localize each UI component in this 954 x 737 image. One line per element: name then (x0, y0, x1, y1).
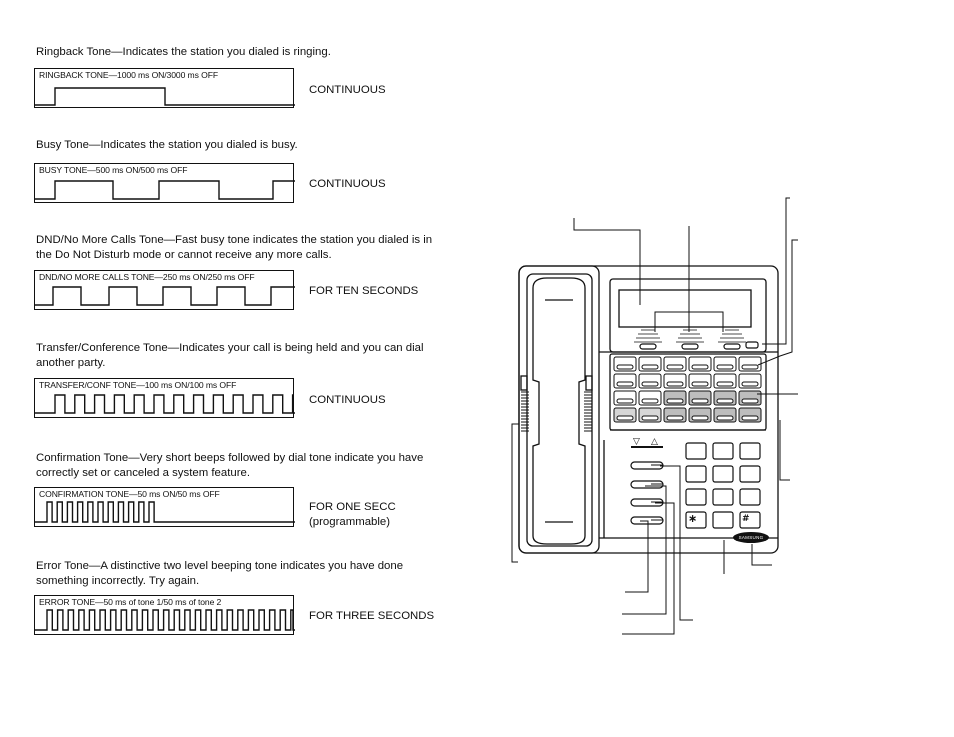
soft-key-3[interactable] (723, 343, 741, 350)
tone-box-label: RINGBACK TONE—1000 ms ON/3000 ms OFF (39, 70, 218, 80)
programmable-key[interactable] (713, 407, 737, 423)
volume-down-icon[interactable]: ▽ (633, 437, 640, 447)
tone-duration: CONTINUOUS (309, 394, 386, 406)
programmable-key[interactable] (663, 356, 687, 372)
volume-up-icon[interactable]: △ (651, 437, 658, 447)
programmable-key[interactable] (688, 390, 712, 406)
tone-duration: FOR TEN SECONDS (309, 285, 419, 297)
dial-key[interactable] (712, 465, 734, 483)
programmable-key[interactable] (738, 407, 762, 423)
dial-key[interactable] (739, 488, 761, 506)
dial-key[interactable] (685, 488, 707, 506)
tone-box-label: BUSY TONE—500 ms ON/500 ms OFF (39, 165, 188, 175)
dial-key[interactable] (685, 511, 707, 529)
tone-duration-note: (programmable) (309, 516, 391, 528)
tone-waveform-box: BUSY TONE—500 ms ON/500 ms OFF (34, 163, 295, 203)
programmable-key[interactable] (663, 373, 687, 389)
dial-key[interactable] (739, 442, 761, 460)
tone-box-label: ERROR TONE—50 ms of tone 1/50 ms of tone… (39, 597, 222, 607)
soft-key-1[interactable] (639, 343, 657, 350)
programmable-key[interactable] (713, 356, 737, 372)
programmable-key[interactable] (688, 373, 712, 389)
programmable-key[interactable] (688, 356, 712, 372)
programmable-keys-panel (609, 353, 767, 431)
dial-key[interactable] (739, 465, 761, 483)
tone-waveform-box: CONFIRMATION TONE—50 ms ON/50 ms OFF (34, 487, 295, 527)
samsung-logo: SAMSUNG (733, 532, 769, 543)
tone-waveform-box: ERROR TONE—50 ms of tone 1/50 ms of tone… (34, 595, 295, 635)
programmable-key[interactable] (663, 390, 687, 406)
tone-description: Ringback Tone—Indicates the station you … (36, 46, 331, 58)
tone-description: Busy Tone—Indicates the station you dial… (36, 139, 298, 151)
scroll-key[interactable] (745, 341, 759, 349)
tone-waveform-box: DND/NO MORE CALLS TONE—250 ms ON/250 ms … (34, 270, 295, 310)
programmable-key[interactable] (613, 356, 637, 372)
confirmation-waveform (35, 501, 295, 523)
programmable-key[interactable] (738, 356, 762, 372)
dial-key[interactable] (712, 511, 734, 529)
programmable-key[interactable] (688, 407, 712, 423)
dnd-waveform (35, 286, 295, 306)
tone-description: Transfer/Conference Tone—Indicates your … (36, 342, 424, 369)
tone-box-label: CONFIRMATION TONE—50 ms ON/50 ms OFF (39, 489, 220, 499)
callout-lines (511, 197, 798, 635)
programmable-key[interactable] (713, 373, 737, 389)
dial-key[interactable] (685, 465, 707, 483)
lcd-display (618, 289, 752, 328)
transfer-waveform (35, 394, 295, 414)
tone-description: Confirmation Tone—Very short beeps follo… (36, 452, 424, 479)
programmable-key[interactable] (613, 407, 637, 423)
programmable-key[interactable] (638, 390, 662, 406)
hash-key-label: # (742, 514, 750, 524)
handset-cradle (518, 265, 600, 554)
programmable-key[interactable] (738, 373, 762, 389)
error-waveform (35, 609, 295, 631)
tone-description: Error Tone—A distinctive two level beepi… (36, 560, 404, 587)
programmable-key[interactable] (638, 356, 662, 372)
tone-waveform-box: RINGBACK TONE—1000 ms ON/3000 ms OFF (34, 68, 295, 108)
tone-box-label: TRANSFER/CONF TONE—100 ms ON/100 ms OFF (39, 380, 237, 390)
soft-key-2[interactable] (681, 343, 699, 350)
programmable-key[interactable] (663, 407, 687, 423)
dial-key[interactable] (712, 442, 734, 460)
tone-duration: CONTINUOUS (309, 84, 386, 96)
tone-box-label: DND/NO MORE CALLS TONE—250 ms ON/250 ms … (39, 272, 255, 282)
programmable-key[interactable] (613, 373, 637, 389)
programmable-key[interactable] (738, 390, 762, 406)
star-key-label: ∗ (688, 512, 697, 525)
programmable-key[interactable] (638, 373, 662, 389)
programmable-key[interactable] (713, 390, 737, 406)
tone-duration: FOR ONE SECC (309, 501, 396, 513)
ringback-waveform (35, 87, 295, 106)
programmable-key[interactable] (613, 390, 637, 406)
tone-duration: FOR THREE SECONDS (309, 610, 435, 622)
dial-key[interactable] (739, 511, 761, 529)
dial-key[interactable] (685, 442, 707, 460)
handset[interactable] (532, 277, 586, 545)
programmable-key[interactable] (638, 407, 662, 423)
dial-key[interactable] (712, 488, 734, 506)
tone-waveform-box: TRANSFER/CONF TONE—100 ms ON/100 ms OFF (34, 378, 295, 418)
tone-description: DND/No More Calls Tone—Fast busy tone in… (36, 234, 433, 261)
busy-waveform (35, 180, 295, 200)
tone-duration: CONTINUOUS (309, 178, 386, 190)
